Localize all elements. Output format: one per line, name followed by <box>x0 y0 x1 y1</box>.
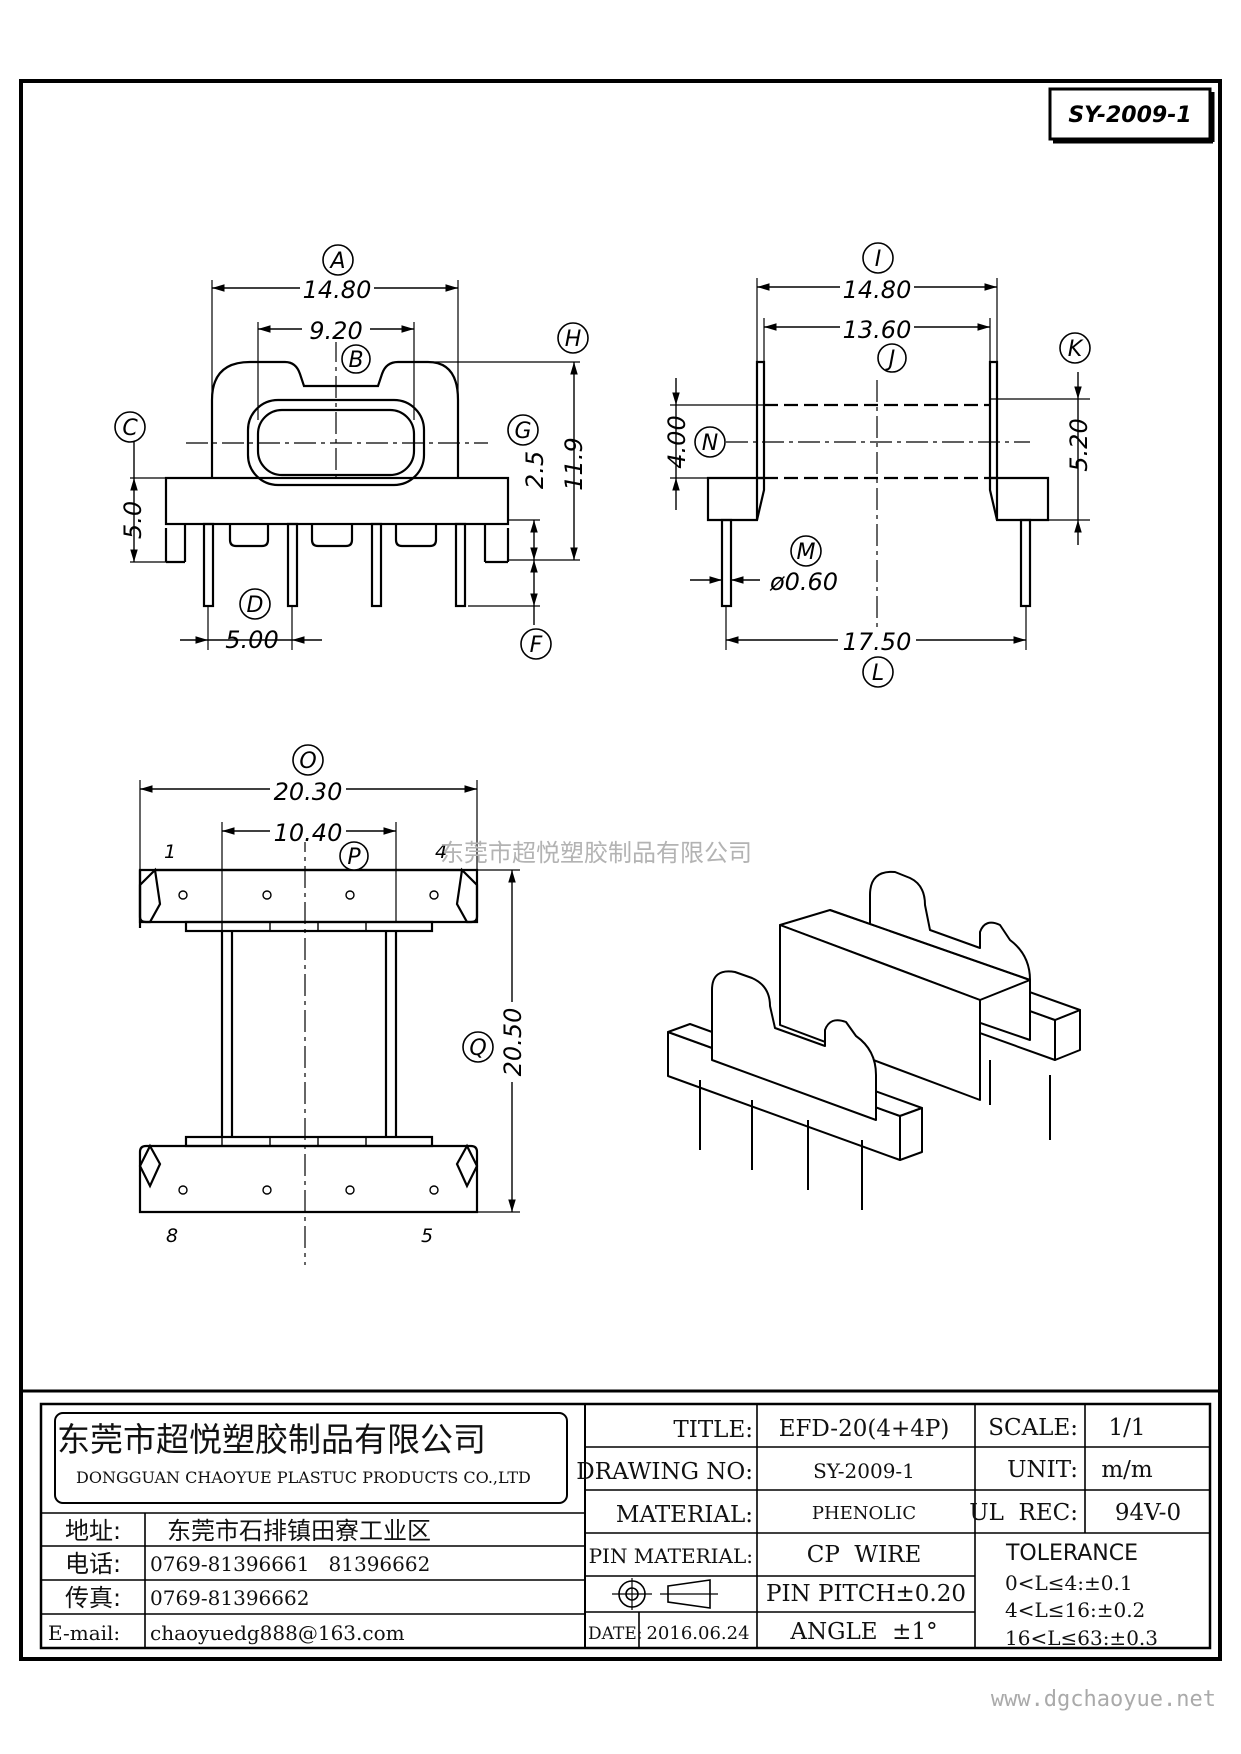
callout-a-letter: A <box>328 249 345 274</box>
callout-q-letter: Q <box>469 1036 486 1061</box>
scale-label: SCALE: <box>988 1415 1078 1441</box>
address-label: 地址: <box>65 1517 121 1545</box>
callout-b-letter: B <box>348 348 363 373</box>
dim-h-value: 11.9 <box>560 437 588 490</box>
callout-o-letter: O <box>299 749 316 774</box>
dim-m-value: ø0.60 <box>769 568 838 596</box>
scale-value: 1/1 <box>1108 1415 1145 1441</box>
callout-k <box>1059 332 1091 364</box>
isometric-view <box>667 870 1081 1210</box>
callout-p-letter: P <box>347 845 361 870</box>
website-url: www.dgchaoyue.net <box>991 1687 1216 1712</box>
watermark-text: 东莞市超悦塑胶制品有限公司 <box>440 839 752 867</box>
callout-a <box>322 244 354 276</box>
dim-g-value: 2.5 <box>521 451 549 489</box>
callout-i-letter: I <box>875 247 882 272</box>
pin-material-label: PIN MATERIAL: <box>589 1544 753 1568</box>
callout-c-letter: C <box>122 416 138 441</box>
dim-b-value: 9.20 <box>309 317 362 345</box>
callout-p <box>339 841 369 871</box>
date-label: DATE: <box>588 1624 642 1644</box>
front-view <box>164 360 510 608</box>
dim-q-value: 20.50 <box>499 1008 527 1077</box>
fax-value: 0769-81396662 <box>150 1586 309 1610</box>
date-value: 2016.06.24 <box>646 1623 749 1644</box>
pin-label-8: 8 <box>166 1225 178 1247</box>
callout-n-letter: N <box>702 431 718 456</box>
unit-value: m/m <box>1101 1457 1153 1483</box>
drawing-no-label: DRAWING NO: <box>576 1459 753 1485</box>
bottom-view <box>138 867 479 1214</box>
callout-i <box>862 242 894 274</box>
drawing-number-box <box>1048 87 1212 141</box>
email-value: chaoyuedg888@163.com <box>150 1621 405 1645</box>
drawing-frame <box>19 79 1222 1661</box>
address-value: 东莞市石排镇田寮工业区 <box>167 1517 431 1545</box>
callout-l-letter: L <box>872 661 884 686</box>
tolerance-1: 0<L≤4:±0.1 <box>1005 1571 1133 1595</box>
callout-f-letter: F <box>530 633 543 658</box>
callout-d-letter: D <box>247 593 264 618</box>
callout-q <box>462 1031 494 1063</box>
callout-g <box>507 414 539 446</box>
drawing-number: SY-2009-1 <box>1068 103 1191 128</box>
phone-value: 0769-81396661 81396662 <box>150 1552 430 1576</box>
callout-j-letter: J <box>885 347 896 372</box>
callout-b <box>341 344 371 374</box>
title-label: TITLE: <box>673 1417 753 1443</box>
title-block <box>21 1389 1220 1650</box>
callout-c <box>114 411 146 443</box>
drawing-no-value: SY-2009-1 <box>813 1459 915 1483</box>
tolerance-3: 16<L≤63:±0.3 <box>1005 1626 1158 1650</box>
angle: ANGLE ±1° <box>789 1619 937 1645</box>
callout-h <box>557 322 589 354</box>
callout-n <box>694 426 726 458</box>
tolerance-label: TOLERANCE <box>1005 1541 1138 1566</box>
title-value: EFD-20(4+4P) <box>779 1416 950 1442</box>
tolerance-2: 4<L≤16:±0.2 <box>1005 1598 1145 1622</box>
callout-l <box>862 656 894 688</box>
dim-k-value: 5.20 <box>1065 418 1093 471</box>
callout-o <box>292 744 324 776</box>
callout-f <box>520 628 552 660</box>
ul-rec-value: 94V-0 <box>1115 1500 1181 1526</box>
pin-pitch: PIN PITCH±0.20 <box>766 1581 966 1607</box>
pin-label-4: 4 <box>435 841 447 863</box>
material-value: PHENOLIC <box>812 1503 916 1524</box>
pin-label-1: 1 <box>164 841 176 863</box>
dim-l-value: 17.50 <box>843 628 912 656</box>
pin-label-5: 5 <box>421 1225 433 1247</box>
callout-m <box>790 535 822 567</box>
dim-a-value: 14.80 <box>303 276 372 304</box>
callout-h-letter: H <box>565 327 582 352</box>
callout-k-letter: K <box>1068 337 1084 362</box>
ul-rec-label: UL REC: <box>969 1500 1078 1526</box>
company-name-cn: 东莞市超悦塑胶制品有限公司 <box>57 1420 486 1459</box>
callout-g-letter: G <box>514 419 531 444</box>
dim-o-value: 20.30 <box>274 778 343 806</box>
dim-j-value: 13.60 <box>843 316 912 344</box>
company-name-en: DONGGUAN CHAOYUE PLASTUC PRODUCTS CO.,LT… <box>76 1468 531 1487</box>
callout-d <box>239 588 271 620</box>
callout-m-letter: M <box>797 540 816 565</box>
phone-label: 电话: <box>65 1550 121 1578</box>
dim-c-value: 5.0 <box>119 501 147 539</box>
fax-label: 传真: <box>65 1584 121 1612</box>
dim-d-value: 5.00 <box>225 626 278 654</box>
email-label: E-mail: <box>48 1621 120 1645</box>
dim-i-value: 14.80 <box>843 276 912 304</box>
dim-p-value: 10.40 <box>274 819 343 847</box>
callout-j <box>877 343 907 373</box>
unit-label: UNIT: <box>1007 1457 1078 1483</box>
dim-n-value: 4.00 <box>663 415 691 468</box>
material-label: MATERIAL: <box>616 1502 753 1528</box>
pin-material-value: CP WIRE <box>807 1542 922 1568</box>
